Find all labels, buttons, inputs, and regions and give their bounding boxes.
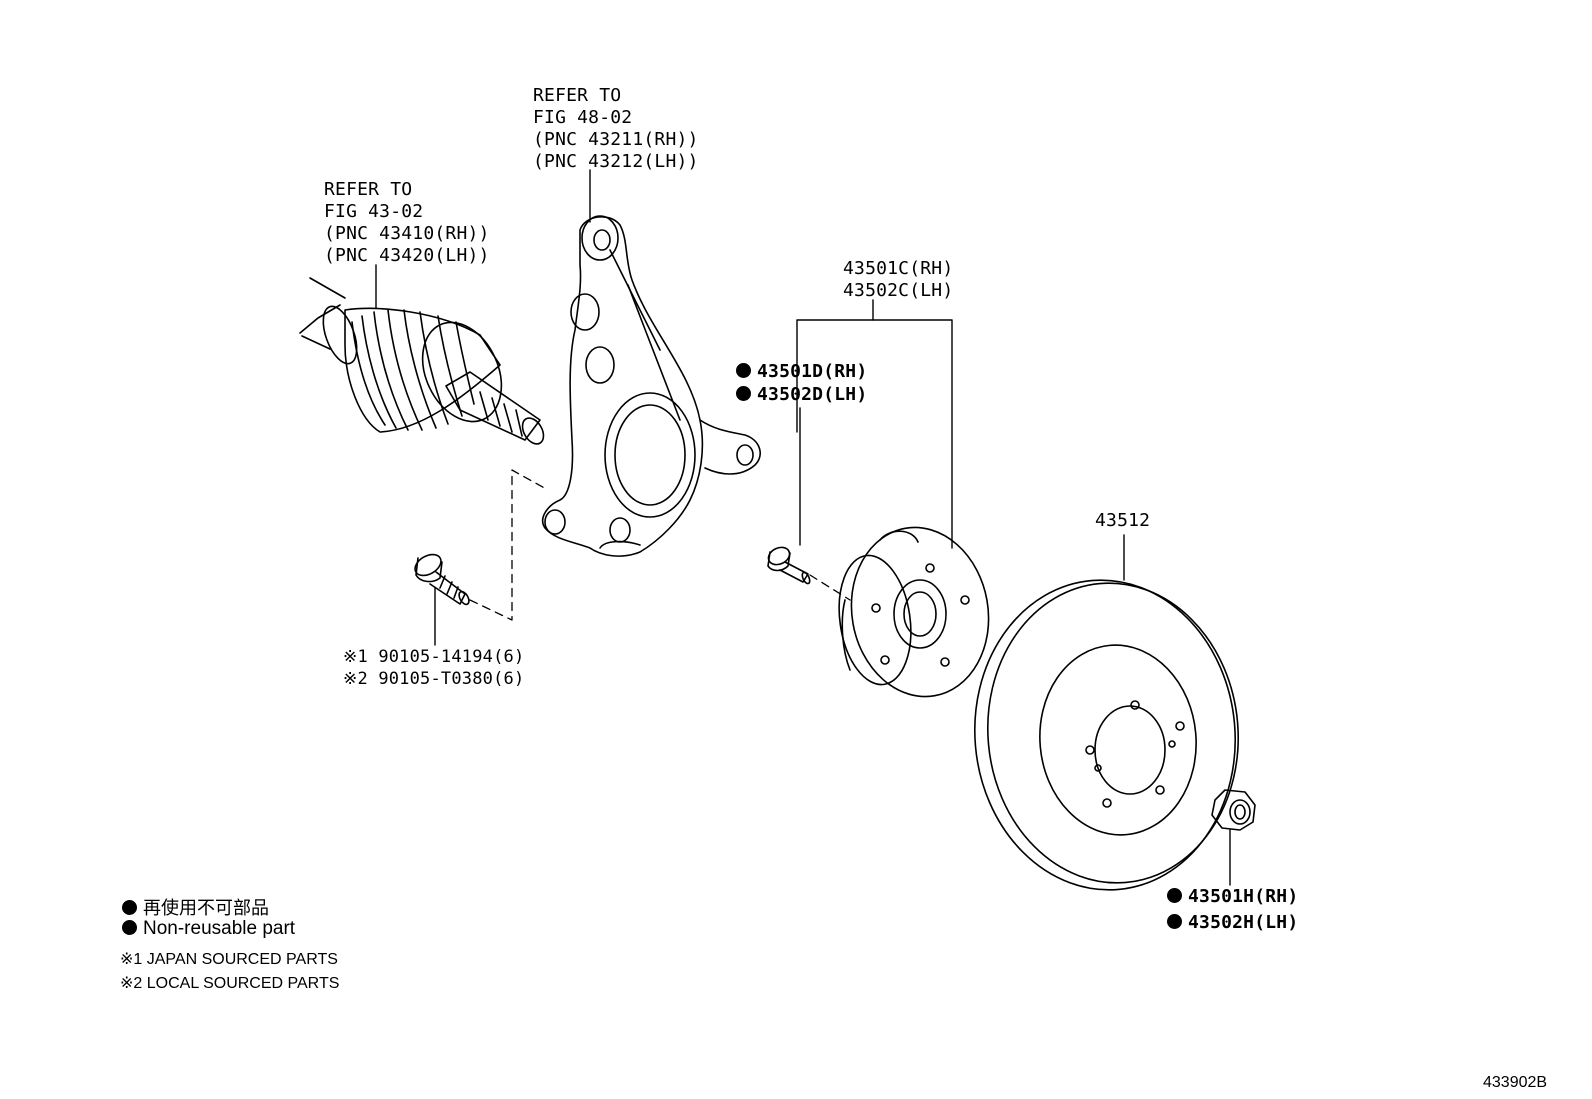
dashed-assembly-lines bbox=[469, 469, 851, 621]
knuckle-ref-line-2: FIG 48-02 bbox=[533, 107, 633, 128]
legend-non-reusable-en: Non-reusable part bbox=[122, 918, 295, 940]
knuckle-ref-line-1: REFER TO bbox=[533, 85, 622, 106]
knuckle-bolt-illustration bbox=[414, 553, 470, 606]
drive-shaft-illustration bbox=[299, 277, 545, 445]
non-reusable-dot-icon bbox=[1167, 888, 1182, 903]
non-reusable-dot-icon bbox=[122, 900, 137, 915]
hub-assembly-part-rh[interactable]: 43501C(RH) bbox=[843, 258, 954, 279]
steering-knuckle-illustration bbox=[541, 215, 761, 557]
hub-assembly-illustration bbox=[838, 526, 990, 698]
hub-assembly-part-lh[interactable]: 43502C(LH) bbox=[843, 280, 954, 301]
non-reusable-dot-icon bbox=[122, 920, 137, 935]
hub-nut-part-lh[interactable]: 43502H(LH) bbox=[1167, 912, 1298, 934]
knuckle-bolt-part-japan[interactable]: ※1 90105-14194(6) bbox=[343, 647, 525, 667]
legend-japan-sourced: ※1 JAPAN SOURCED PARTS bbox=[120, 951, 338, 968]
figure-code: 433902B bbox=[1483, 1074, 1548, 1091]
legend-local-sourced: ※2 LOCAL SOURCED PARTS bbox=[120, 975, 340, 992]
driveshaft-ref-line-3: (PNC 43410(RH)) bbox=[324, 223, 490, 244]
knuckle-bolt-part-local[interactable]: ※2 90105-T0380(6) bbox=[343, 669, 525, 689]
knuckle-ref-line-3: (PNC 43211(RH)) bbox=[533, 129, 699, 150]
leader-lines bbox=[375, 169, 1231, 886]
hub-bolt-part-rh[interactable]: 43501D(RH) bbox=[736, 361, 867, 383]
non-reusable-dot-icon bbox=[1167, 914, 1182, 929]
knuckle-ref-line-4: (PNC 43212(LH)) bbox=[533, 151, 699, 172]
legend-non-reusable-jp: 再使用不可部品 bbox=[122, 894, 269, 920]
driveshaft-ref-line-2: FIG 43-02 bbox=[324, 201, 424, 222]
disc-part-number[interactable]: 43512 bbox=[1095, 510, 1151, 531]
non-reusable-dot-icon bbox=[736, 363, 751, 378]
hub-nut-illustration bbox=[1211, 789, 1256, 831]
hub-nut-part-rh[interactable]: 43501H(RH) bbox=[1167, 886, 1298, 908]
driveshaft-ref-line-1: REFER TO bbox=[324, 179, 413, 200]
brake-disc-illustration bbox=[973, 579, 1240, 891]
hub-bolt-part-lh[interactable]: 43502D(LH) bbox=[736, 384, 867, 406]
non-reusable-dot-icon bbox=[736, 386, 751, 401]
driveshaft-ref-line-4: (PNC 43420(LH)) bbox=[324, 245, 490, 266]
hub-bolt-illustration bbox=[767, 546, 811, 585]
